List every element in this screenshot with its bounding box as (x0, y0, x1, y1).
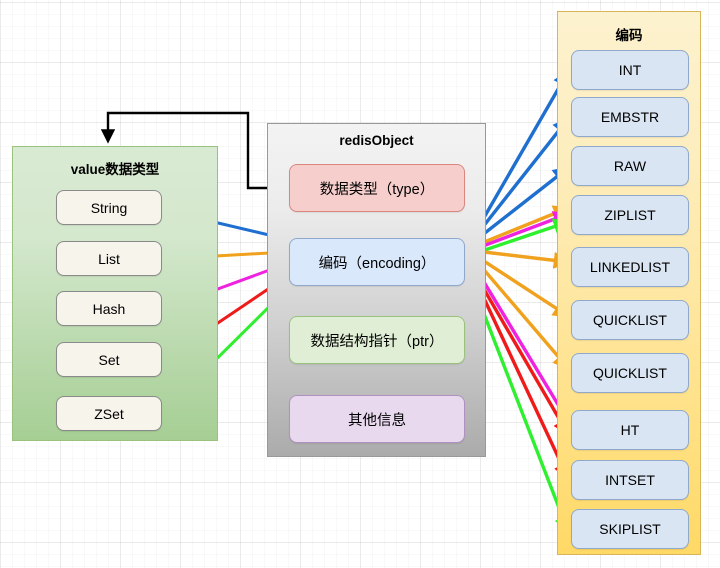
value-type-hash[interactable]: Hash (56, 291, 162, 326)
panel-encodings-title: 编码 (615, 28, 643, 43)
redis-field-other[interactable]: 其他信息 (289, 395, 465, 443)
value-type-list[interactable]: List (56, 241, 162, 276)
redis-field-type[interactable]: 数据类型（type） (289, 164, 465, 212)
panel-redis-object-title: redisObject (339, 133, 414, 148)
encoding-embstr[interactable]: EMBSTR (571, 97, 689, 137)
value-type-set[interactable]: Set (56, 342, 162, 377)
panel-value-title: value数据类型 (70, 162, 160, 177)
encoding-int[interactable]: INT (571, 50, 689, 90)
encoding-raw[interactable]: RAW (571, 146, 689, 186)
redis-field-ptr[interactable]: 数据结构指针（ptr） (289, 316, 465, 364)
value-type-zset[interactable]: ZSet (56, 396, 162, 431)
encoding-ht[interactable]: HT (571, 410, 689, 450)
encoding-intset[interactable]: INTSET (571, 460, 689, 500)
encoding-ziplist[interactable]: ZIPLIST (571, 195, 689, 235)
encoding-skiplist[interactable]: SKIPLIST (571, 509, 689, 549)
encoding-quicklist-1[interactable]: QUICKLIST (571, 300, 689, 340)
encoding-linkedlist[interactable]: LINKEDLIST (571, 247, 689, 287)
redis-field-encoding[interactable]: 编码（encoding） (289, 238, 465, 286)
value-type-string[interactable]: String (56, 190, 162, 225)
encoding-quicklist-2[interactable]: QUICKLIST (571, 353, 689, 393)
